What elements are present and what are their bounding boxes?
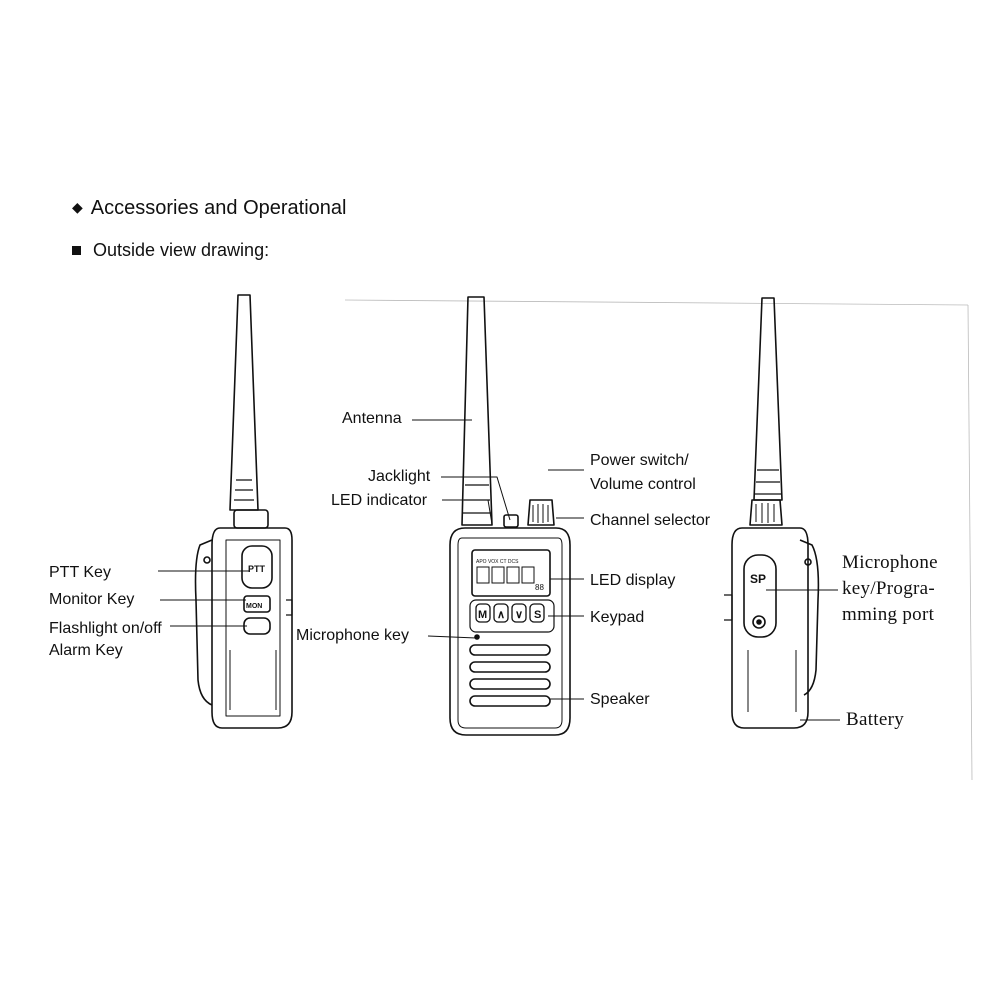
label-led-indicator: LED indicator — [331, 492, 428, 509]
right-knob — [749, 499, 783, 526]
lcd-indicator-text: APO VOX CT DCS — [476, 559, 519, 565]
label-mic-prog-1: Microphone — [842, 552, 938, 573]
keypad-s-key: S — [534, 609, 541, 621]
speaker-grille — [469, 644, 551, 707]
center-antenna — [461, 296, 493, 526]
right-belt-clip — [799, 539, 820, 696]
left-knob — [233, 509, 269, 529]
label-keypad: Keypad — [590, 609, 645, 626]
flashlight-key-shape — [243, 617, 271, 635]
label-flashlight-1: Flashlight on/off — [49, 620, 162, 637]
left-belt-clip — [194, 539, 213, 706]
left-antenna — [229, 294, 259, 511]
section-heading: ◆ Accessories and Operational — [72, 197, 346, 220]
label-channel-selector: Channel selector — [590, 512, 711, 529]
side-ptt-text: PTT — [248, 564, 266, 574]
label-microphone-key: Microphone key — [296, 627, 409, 644]
leader-jacklight — [441, 476, 511, 521]
lcd-digits: 88 — [535, 583, 544, 592]
label-speaker: Speaker — [590, 691, 650, 708]
label-jacklight: Jacklight — [368, 468, 431, 485]
label-battery: Battery — [846, 709, 905, 730]
label-mic-prog-3: mming port — [842, 604, 935, 625]
lcd-display — [471, 549, 551, 597]
leader-mic-key — [427, 635, 477, 639]
sp-port-text: SP — [750, 572, 766, 586]
center-radio-drawing — [449, 296, 571, 736]
ptt-key-shape — [241, 545, 273, 589]
label-power-switch-1: Power switch/ — [590, 452, 689, 469]
left-body — [211, 527, 293, 729]
center-body — [449, 527, 571, 736]
power-volume-knob — [527, 499, 555, 526]
scan-frame-line — [344, 299, 973, 781]
keypad-m-key: M — [478, 609, 487, 621]
right-antenna — [753, 297, 783, 501]
keypad-down-key: ∨ — [515, 609, 523, 621]
side-mon-text: MON — [246, 603, 262, 610]
label-monitor-key: Monitor Key — [49, 591, 135, 608]
leader-led-indicator — [442, 499, 493, 525]
square-bullet-icon — [72, 246, 81, 255]
left-radio-drawing — [194, 294, 293, 729]
monitor-key-shape — [243, 595, 271, 613]
mic-programming-port — [743, 554, 777, 638]
subsection-heading-text: Outside view drawing: — [93, 240, 270, 260]
label-power-switch-2: Volume control — [590, 476, 696, 493]
diamond-bullet-icon: ◆ — [72, 199, 83, 215]
subsection-heading: Outside view drawing: — [72, 240, 269, 261]
label-antenna: Antenna — [342, 410, 402, 427]
right-radio-drawing — [724, 297, 820, 729]
label-flashlight-2: Alarm Key — [49, 642, 123, 659]
section-heading-text: Accessories and Operational — [90, 197, 347, 219]
label-mic-prog-2: key/Progra- — [842, 578, 935, 599]
leader-lines — [158, 419, 840, 721]
label-ptt-key: PTT Key — [49, 564, 111, 581]
keypad-up-key: ∧ — [497, 609, 505, 621]
right-body — [731, 527, 809, 729]
label-led-display: LED display — [590, 572, 676, 589]
